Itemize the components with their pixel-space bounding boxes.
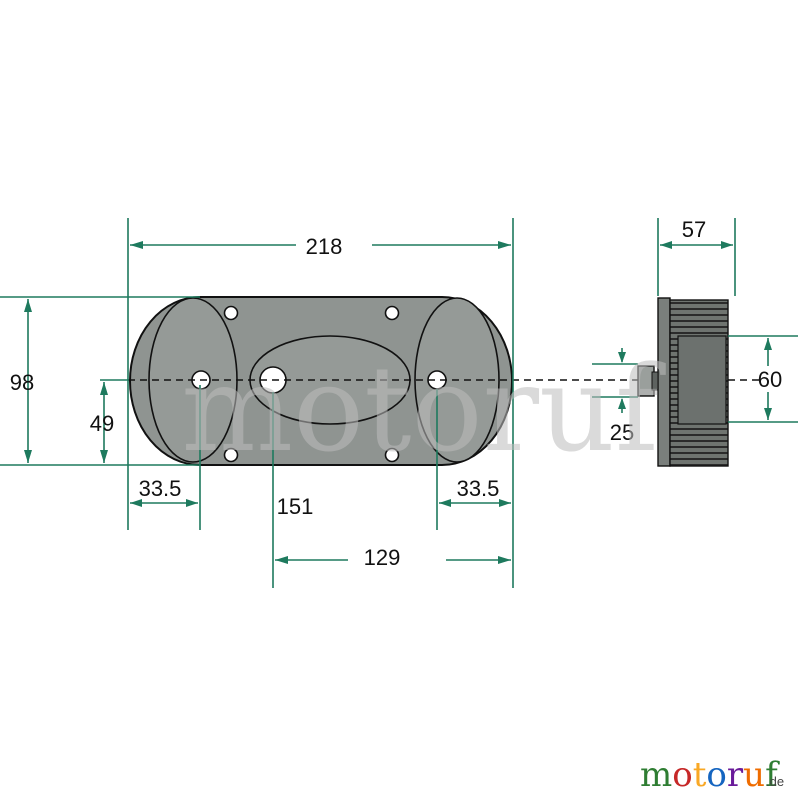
side-cap	[677, 335, 727, 425]
logo-letter: r	[727, 755, 744, 795]
dim-label-25: 25	[610, 420, 634, 445]
dim-label-33-5-left: 33.5	[139, 476, 182, 501]
dim-label-33-5-right: 33.5	[457, 476, 500, 501]
lamp-front-view	[129, 296, 513, 466]
watermark-text: motoruf	[181, 340, 666, 478]
dim-label-218: 218	[306, 234, 343, 259]
logo-letter: o	[672, 755, 692, 795]
dimension-lines	[0, 218, 798, 588]
dimension-labels: 218 98 49 33.5 151 33.5 129 57 60 25	[10, 217, 782, 570]
logo-text: motoruf	[640, 755, 780, 795]
screw-hole	[384, 447, 400, 463]
logo-letter: f	[765, 755, 780, 795]
dim-label-57: 57	[682, 217, 706, 242]
screw-hole	[223, 305, 239, 321]
dim-label-60: 60	[758, 367, 782, 392]
lamp-side-view	[637, 297, 729, 467]
logo-letter: o	[706, 755, 726, 795]
logo-letter: m	[640, 755, 672, 795]
brand-logo: motoruf .de	[640, 755, 784, 795]
dim-label-98: 98	[10, 370, 34, 395]
side-connector-pin	[651, 371, 659, 391]
logo-suffix: .de	[766, 774, 784, 789]
logo-letter: t	[693, 755, 707, 795]
dim-label-151: 151	[277, 494, 314, 519]
side-flange	[657, 297, 671, 467]
screw-holes	[223, 305, 400, 463]
screw-hole	[384, 305, 400, 321]
screw-hole	[223, 447, 239, 463]
dim-label-129: 129	[364, 545, 401, 570]
dim-label-49: 49	[90, 411, 114, 436]
logo-letter: u	[743, 755, 765, 795]
